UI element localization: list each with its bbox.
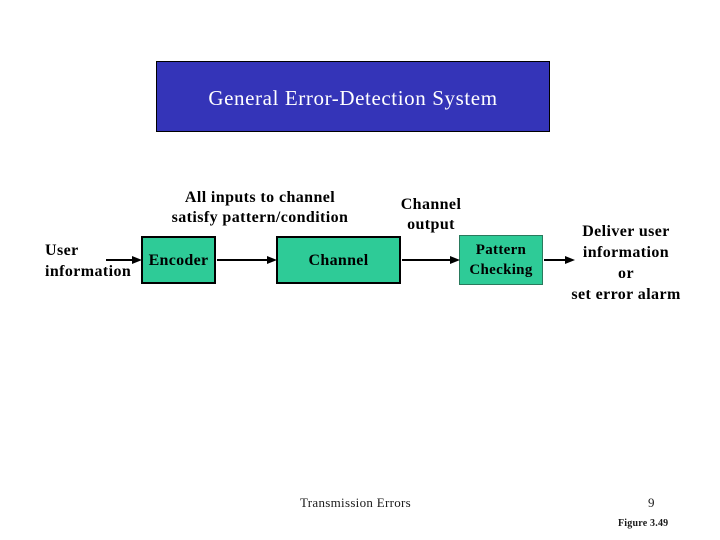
input-condition-annotation: All inputs to channel satisfy pattern/co…	[171, 189, 349, 226]
footer-caption: Transmission Errors	[300, 495, 412, 510]
user-information-label: User information	[45, 242, 132, 280]
arrow-shaft	[544, 259, 565, 261]
channel-output-label: Channel output	[400, 196, 462, 233]
arrow-pattern-checking-to-output	[544, 254, 575, 266]
pattern-checking-box: Pattern Checking	[459, 235, 543, 285]
slide-title: General Error-Detection System	[208, 86, 498, 110]
arrow-shaft	[217, 259, 267, 261]
pattern-checking-box-label: Pattern Checking	[469, 242, 533, 278]
arrow-shaft	[402, 259, 450, 261]
arrow-user-to-encoder	[106, 254, 142, 266]
arrowhead-right-icon	[565, 256, 575, 264]
arrowhead-right-icon	[267, 256, 277, 264]
encoder-box: Encoder	[141, 236, 216, 284]
encoder-box-label: Encoder	[148, 251, 209, 269]
arrow-encoder-to-channel	[217, 254, 277, 266]
figure-label: Figure 3.49	[618, 518, 669, 529]
page-number: 9	[648, 495, 655, 510]
arrowhead-right-icon	[132, 256, 142, 264]
arrowhead-right-icon	[450, 256, 460, 264]
deliver-result-label: Deliver user information or set error al…	[571, 223, 681, 303]
channel-box: Channel	[276, 236, 401, 284]
arrow-channel-to-pattern-checking	[402, 254, 460, 266]
title-banner: General Error-Detection System	[156, 61, 550, 132]
arrow-shaft	[106, 259, 132, 261]
channel-box-label: Channel	[308, 251, 369, 269]
